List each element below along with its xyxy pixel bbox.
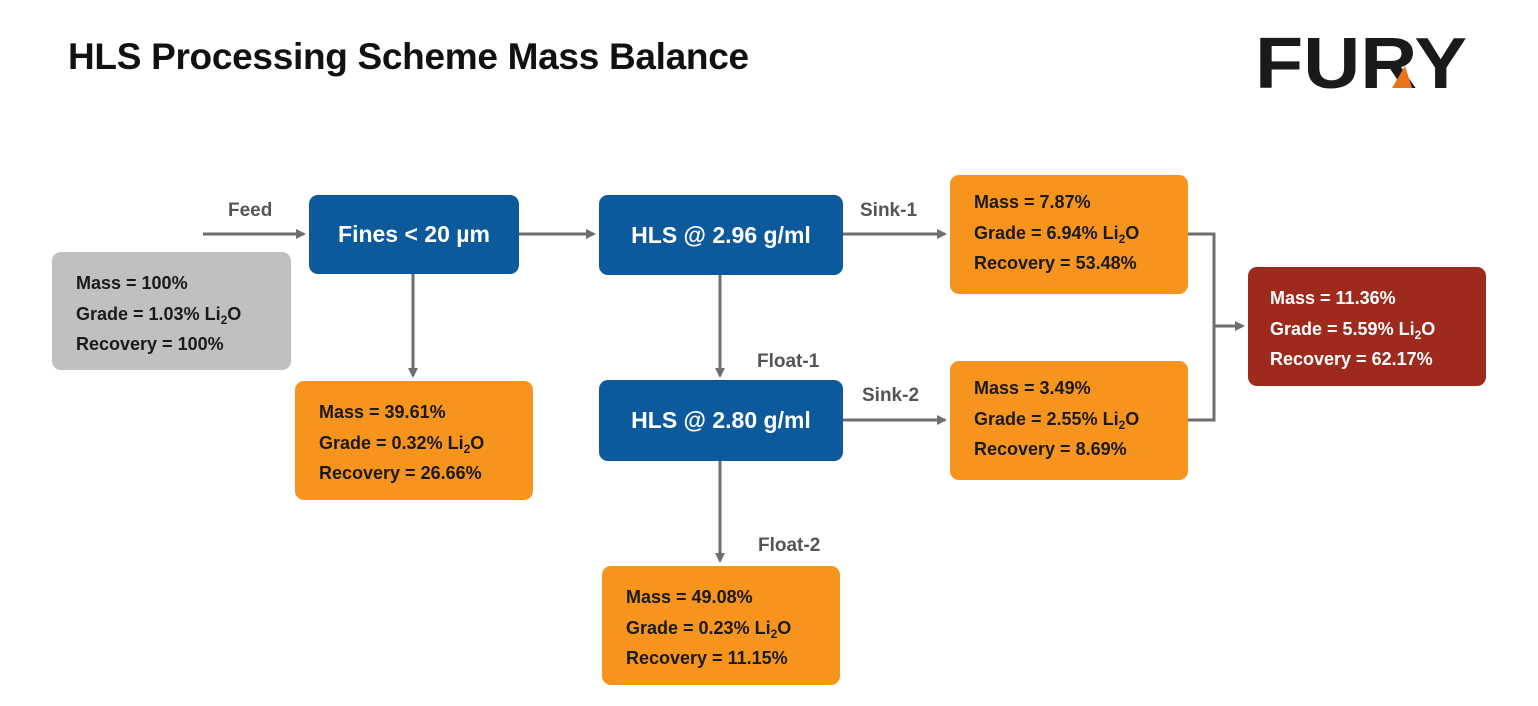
grade-value: Grade = 0.32% Li2O: [319, 432, 485, 456]
grade-value: Grade = 1.03% Li2O: [76, 303, 242, 327]
label-float-2: Float-2: [758, 535, 821, 556]
label-feed: Feed: [228, 200, 273, 221]
recovery-value: Recovery = 26.66%: [319, 463, 482, 483]
label-sink-2: Sink-2: [862, 385, 920, 406]
grade-value: Grade = 6.94% Li2O: [974, 222, 1140, 246]
grade-value: Grade = 0.23% Li2O: [626, 617, 792, 641]
sink1-merge-line: [1187, 232, 1216, 422]
mass-value: Mass = 7.87%: [974, 192, 1091, 212]
float-2-stats-box: Mass = 49.08% Grade = 0.23% Li2O Recover…: [602, 566, 840, 685]
page-title: HLS Processing Scheme Mass Balance: [68, 36, 749, 77]
hls-2-80-process-box: HLS @ 2.80 g/ml: [599, 380, 843, 461]
fines-stats-box: Mass = 39.61% Grade = 0.32% Li2O Recover…: [295, 381, 533, 500]
mass-value: Mass = 11.36%: [1270, 288, 1396, 308]
recovery-value: Recovery = 8.69%: [974, 439, 1127, 459]
mass-value: Mass = 3.49%: [974, 378, 1091, 398]
svg-text:FURY: FURY: [1255, 30, 1467, 94]
hls-2-96-process-box: HLS @ 2.96 g/ml: [599, 195, 843, 275]
grade-value: Grade = 2.55% Li2O: [974, 408, 1140, 432]
recovery-value: Recovery = 53.48%: [974, 253, 1137, 273]
label-float-1: Float-1: [757, 351, 820, 372]
label-sink-1: Sink-1: [860, 200, 918, 221]
feed-stats-box: Mass = 100% Grade = 1.03% Li2O Recovery …: [52, 252, 291, 370]
sink-1-stats-box: Mass = 7.87% Grade = 6.94% Li2O Recovery…: [950, 175, 1188, 294]
mass-value: Mass = 39.61%: [319, 402, 446, 422]
mass-value: Mass = 100%: [76, 273, 188, 293]
fury-logo: FURY: [1255, 30, 1470, 94]
grade-value: Grade = 5.59% Li2O: [1270, 318, 1436, 342]
recovery-value: Recovery = 11.15%: [626, 648, 788, 668]
recovery-value: Recovery = 100%: [76, 334, 224, 354]
recovery-value: Recovery = 62.17%: [1270, 349, 1433, 369]
sink-2-stats-box: Mass = 3.49% Grade = 2.55% Li2O Recovery…: [950, 361, 1188, 480]
combined-concentrate-stats-box: Mass = 11.36% Grade = 5.59% Li2O Recover…: [1248, 267, 1486, 386]
fines-process-box: Fines < 20 µm: [309, 195, 519, 274]
mass-value: Mass = 49.08%: [626, 587, 753, 607]
